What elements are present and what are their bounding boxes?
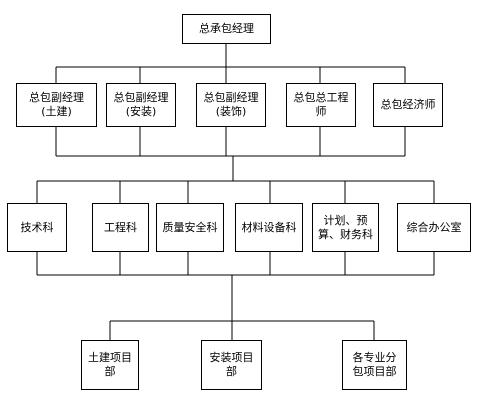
dept-box-materials: 材料设备科	[235, 203, 303, 252]
top-manager-box: 总承包经理	[182, 14, 271, 44]
project-box-civil: 土建项目 部	[81, 340, 139, 390]
deputy-box-economist: 总包经济师	[373, 83, 443, 127]
project-box-subcontract: 各专业分 包项目部	[342, 340, 407, 390]
dept-box-quality-safety: 质量安全科	[156, 203, 224, 252]
deputy-box-civil: 总包副经理 (土建)	[16, 83, 97, 127]
dept-box-engineering: 工程科	[92, 203, 149, 252]
dept-box-planning-finance: 计划、预 算、财务科	[312, 203, 379, 252]
dept-box-general-office: 综合办公室	[397, 203, 471, 252]
project-box-installation: 安装项目 部	[201, 340, 262, 390]
deputy-box-chief-engineer: 总包总工程 师	[286, 83, 356, 127]
dept-box-technical: 技术科	[7, 203, 67, 252]
deputy-box-decoration: 总包副经理 (装饰)	[196, 83, 266, 127]
deputy-box-installation: 总包副经理 (安装)	[106, 83, 176, 127]
